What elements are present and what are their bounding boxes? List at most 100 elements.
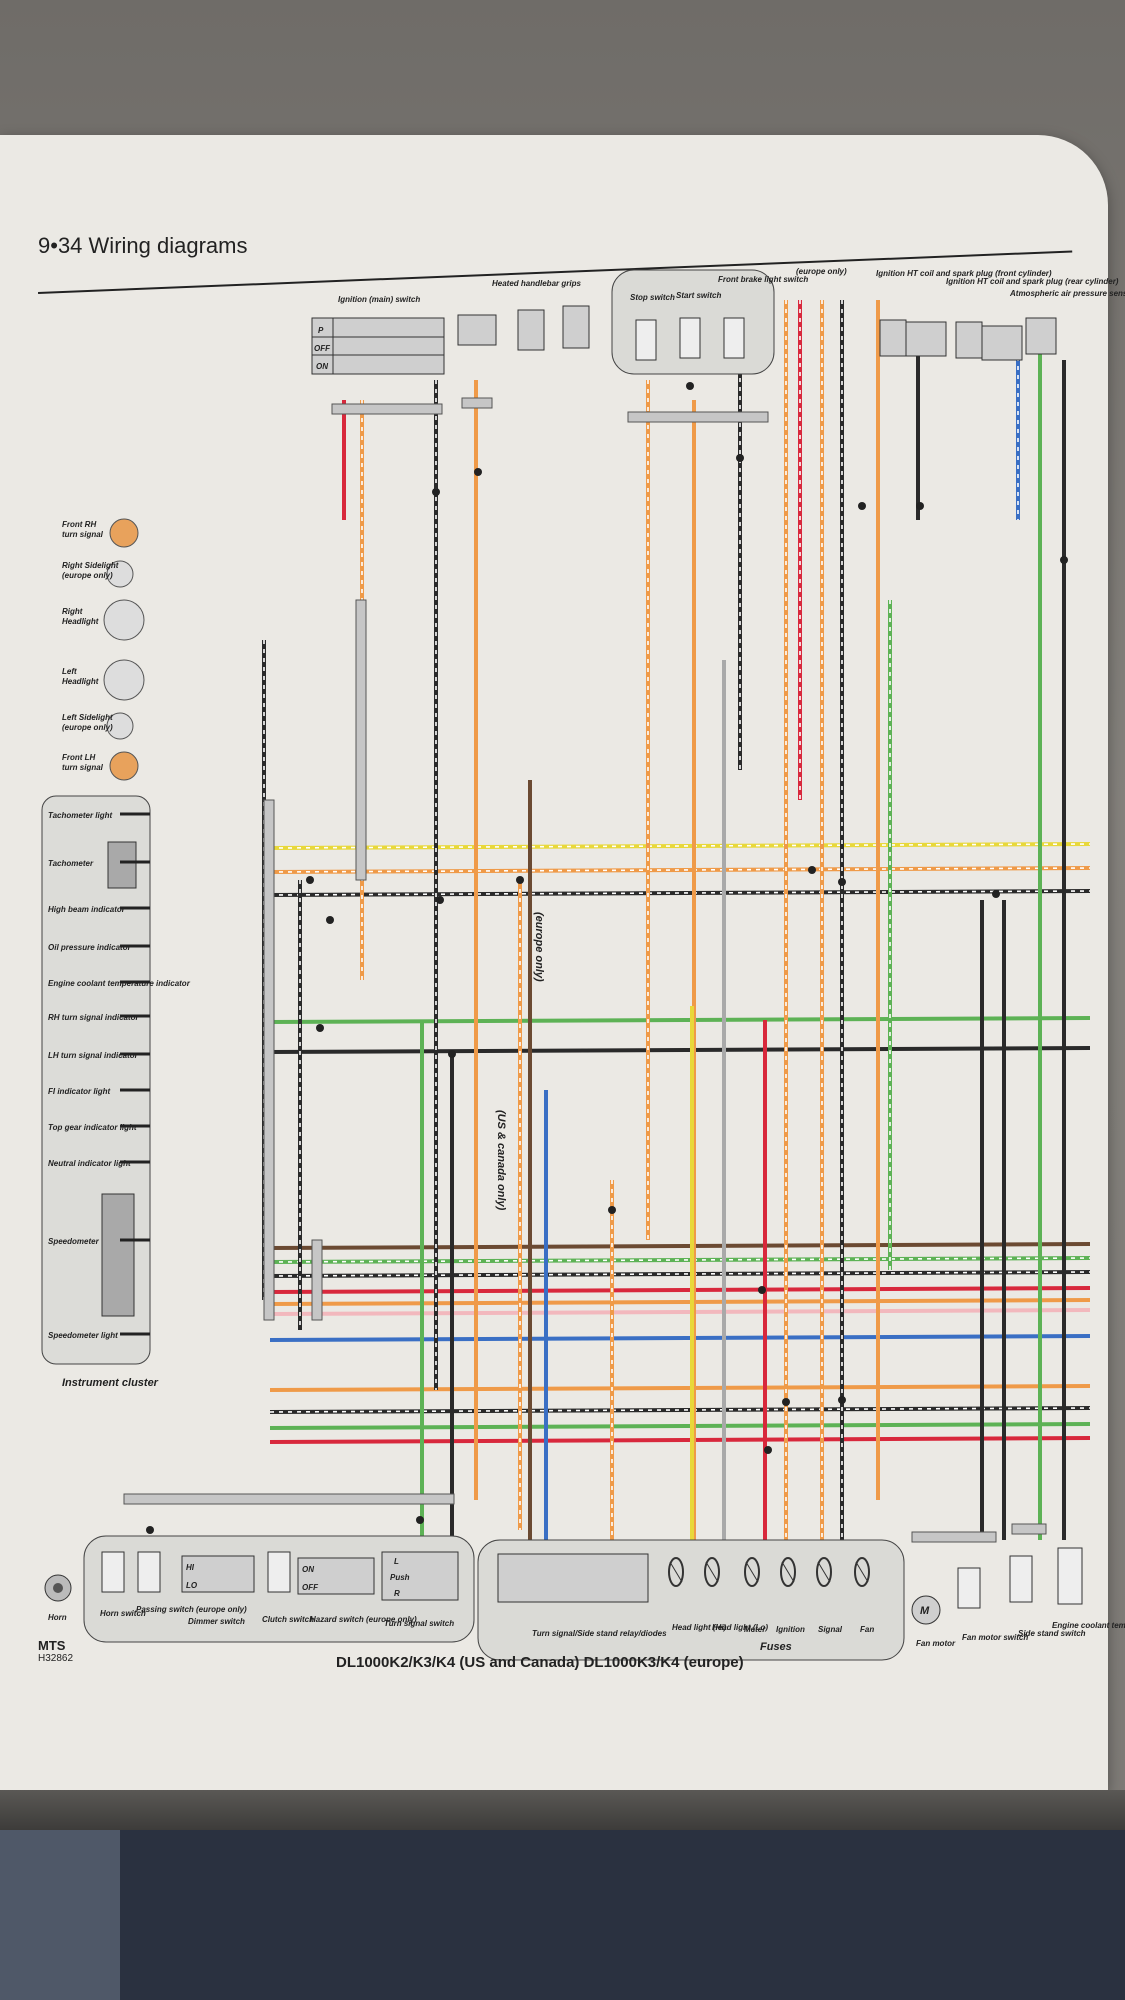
lamp-icon (103, 659, 145, 701)
fuse-cross (855, 1561, 869, 1583)
junction-dot (448, 1050, 456, 1058)
us-canada-only-mid: (US & canada only) (495, 1110, 507, 1211)
cluster-item-label: Engine coolant temperature indicator (48, 979, 191, 988)
fuse-cross (781, 1561, 795, 1583)
junction-dot (808, 866, 816, 874)
europe-only-mid: (europe only) (533, 912, 545, 982)
junction-dot (516, 876, 524, 884)
wire-h-12 (269, 1384, 1091, 1392)
ignition-pos-p: P (318, 326, 324, 335)
junction-dot (306, 876, 314, 884)
relay-label: Turn signal/Side stand relay/diodes (532, 1629, 667, 1638)
manual-page (0, 135, 1108, 1790)
wire-h-2 (269, 866, 1091, 874)
dimmer-switch-label: Dimmer switch (188, 1617, 245, 1626)
junction-dot (608, 1206, 616, 1214)
fuse-relay-panel: Turn signal/Side stand relay/diodes Head… (477, 1539, 905, 1661)
fuse-icon (668, 1557, 684, 1587)
ht-coils: Ignition HT coil and spark plug (front c… (876, 269, 1125, 361)
fuses-label: Fuses (760, 1641, 792, 1653)
fuse-icon (780, 1557, 796, 1587)
front-brake-label: Front brake light switch (718, 275, 808, 284)
fuse-ignition-label: Ignition (776, 1625, 805, 1634)
bottom-switch-panel: HI LO ON OFF L Push R Horn switch Passin… (83, 1535, 475, 1643)
ignition-pos-off: OFF (314, 344, 331, 353)
wire-h-8 (269, 1286, 1091, 1294)
junction-dot (416, 1516, 424, 1524)
cluster-item-label: Neutral indicator light (48, 1159, 131, 1168)
head-hi-label: Head light (Hi) (672, 1623, 727, 1632)
junction-dot (992, 890, 1000, 898)
clutch-switch-label: Clutch switch (262, 1615, 314, 1624)
floor-highlight (0, 1830, 120, 2000)
wire-h-10 (269, 1308, 1091, 1316)
coolant-sensor-label: Engine coolant temperature sensor (1052, 1621, 1125, 1630)
junction-dot (764, 1446, 772, 1454)
fuse-signal-label: Signal (818, 1625, 843, 1634)
lamp-icon (106, 560, 134, 588)
junction-dot (146, 1526, 154, 1534)
fuse-icon (854, 1557, 870, 1587)
bundle-1 (263, 799, 275, 1321)
horn: Horn (44, 1574, 72, 1622)
junction-dot (432, 488, 440, 496)
wire-h-9 (269, 1298, 1091, 1306)
connector-3 (123, 1493, 455, 1505)
lamp-label: Left Sidelight(europe only) (62, 713, 113, 732)
fuse-cross (705, 1561, 719, 1583)
cluster-label: Instrument cluster (62, 1377, 159, 1389)
connector-4 (911, 1531, 997, 1543)
wire-bundle (123, 300, 1091, 1560)
fuse-icon (744, 1557, 760, 1587)
wire-h-4 (269, 1046, 1091, 1054)
wire-h-14 (269, 1422, 1091, 1430)
lamp-icon (109, 518, 139, 548)
wire-h-13 (269, 1406, 1091, 1414)
wire-h-3 (269, 1016, 1091, 1024)
wire-h-11 (269, 1334, 1091, 1342)
bundle-2 (311, 1239, 323, 1321)
fuse-cross (817, 1561, 831, 1583)
cluster-item-label: Top gear indicator light (48, 1123, 137, 1132)
cluster-item-label: Oil pressure indicator (48, 943, 132, 952)
start-switch-label: Start switch (676, 291, 721, 300)
dimmer-hi: HI (186, 1563, 195, 1572)
lamp-icon (106, 712, 134, 740)
cluster-item-label: FI indicator light (48, 1087, 111, 1096)
fuse-cross (745, 1561, 759, 1583)
heated-grips-label: Heated handlebar grips (492, 279, 581, 288)
ignition-pos-on: ON (316, 362, 328, 371)
stop-switch-label: Stop switch (630, 293, 675, 302)
wire-h-7 (269, 1270, 1091, 1278)
junction-dot (838, 1396, 846, 1404)
connector-2 (627, 411, 769, 423)
junction-dot (782, 1398, 790, 1406)
hazard-on: ON (302, 1565, 314, 1574)
junction-dot (474, 468, 482, 476)
lamp-label: Right Sidelight(europe only) (62, 561, 119, 580)
brake-start-panel: Stop switch Start switch Front brake lig… (611, 269, 808, 375)
fuse-cross (669, 1561, 683, 1583)
turn-switch-label: Turn signal switch (384, 1619, 454, 1628)
page-edge (0, 1790, 1125, 1830)
lamp-icon (103, 599, 145, 641)
junction-dot (316, 1024, 324, 1032)
ignition-label: Ignition (main) switch (338, 295, 420, 304)
fan-motor-label: Fan motor (916, 1639, 956, 1648)
coil-rear-label: Ignition HT coil and spark plug (rear cy… (946, 277, 1119, 286)
fuse-icon (704, 1557, 720, 1587)
cluster-item-label: Tachometer (48, 859, 94, 868)
connector-0 (331, 403, 443, 415)
junction-dot (838, 878, 846, 886)
coil-front-label: Ignition HT coil and spark plug (front c… (876, 269, 1052, 278)
bundle-0 (355, 599, 367, 881)
turn-l: L (394, 1557, 399, 1566)
heated-grips: Heated handlebar grips (457, 279, 590, 351)
lamp-icon (109, 751, 139, 781)
diagram-title: DL1000K2/K3/K4 (US and Canada) DL1000K3/… (336, 1654, 744, 1671)
wire-h-1 (269, 842, 1091, 850)
junction-dot (1060, 556, 1068, 564)
cluster-item-label: High beam indicator (48, 905, 126, 914)
